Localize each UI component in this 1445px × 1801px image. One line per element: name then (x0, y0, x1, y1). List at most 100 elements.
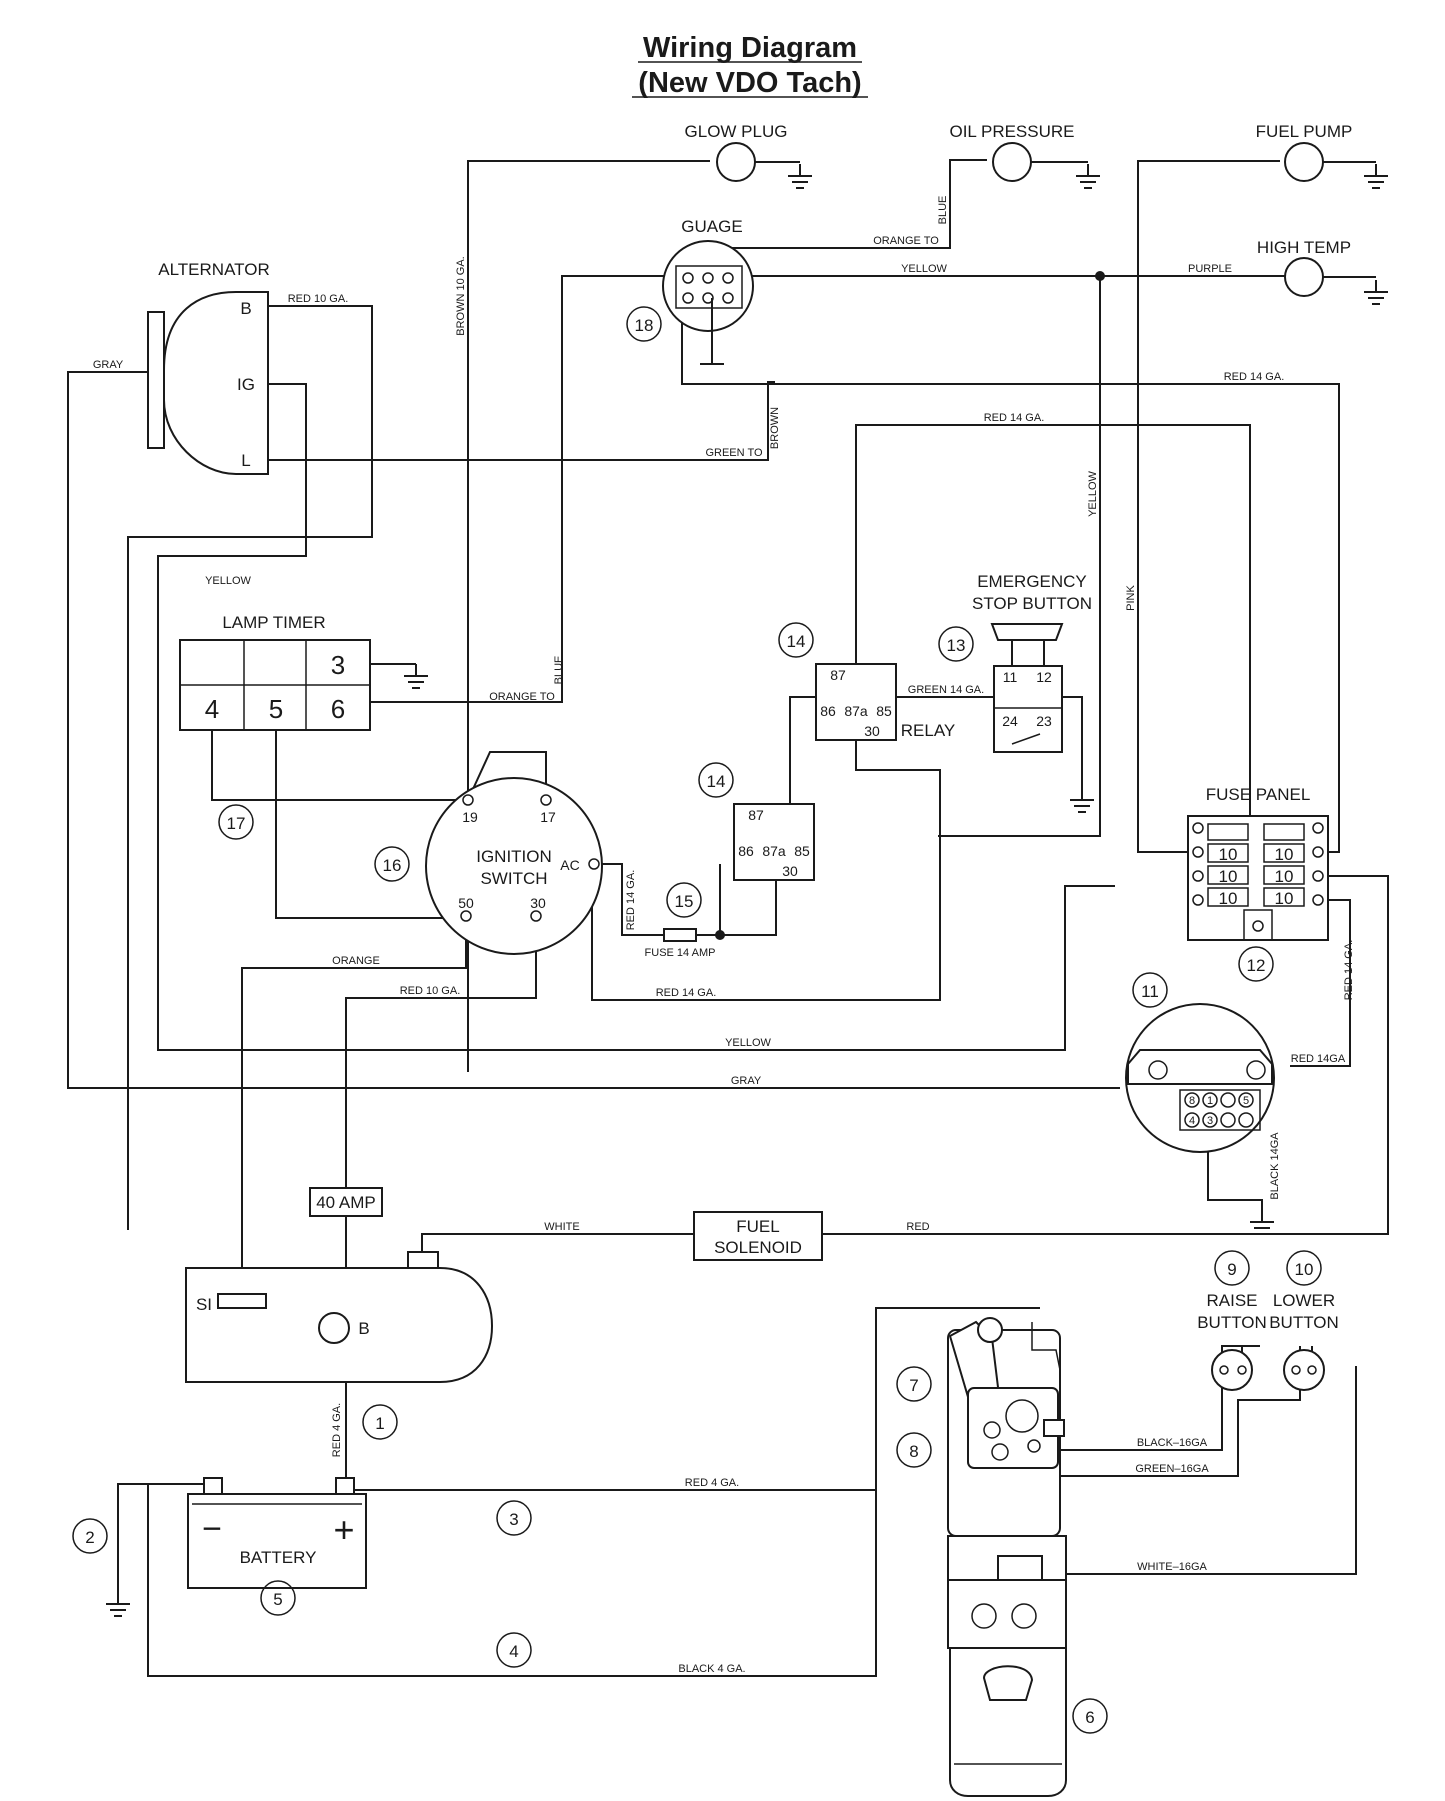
fuse-40-amp-body (309, 1187, 383, 1217)
wire-label: GRAY (731, 1075, 762, 1087)
fuse-14-amp-label: FUSE 14 AMP (645, 947, 716, 959)
raise-button: RAISE BUTTON (1197, 1291, 1267, 1391)
svg-text:87a: 87a (762, 843, 786, 859)
wire-red-14-top (681, 296, 1340, 853)
lower-label-2: BUTTON (1269, 1313, 1339, 1332)
callout-7: 7 (896, 1366, 932, 1402)
fuel-solenoid-label-1: FUEL (736, 1217, 779, 1236)
wire-gray-left (67, 371, 1120, 1089)
wire-label: BLUE (553, 656, 565, 685)
battery-label: BATTERY (240, 1548, 317, 1567)
starter-si: SI (196, 1295, 212, 1314)
svg-text:15: 15 (675, 892, 694, 911)
svg-text:85: 85 (794, 843, 810, 859)
ground-battery (106, 1600, 130, 1617)
fuse-14-amp-body (663, 928, 697, 942)
svg-text:3: 3 (1207, 1115, 1213, 1127)
fuel-solenoid-label-2: SOLENOID (714, 1238, 802, 1257)
high-temp: HIGH TEMP (1257, 238, 1376, 297)
ignition-label-1: IGNITION (476, 847, 552, 866)
wire-ign-17 (467, 751, 547, 801)
svg-text:7: 7 (909, 1376, 918, 1395)
pump-manifold (947, 1579, 1067, 1649)
svg-text:18: 18 (635, 316, 654, 335)
fuel-pump-label: FUEL PUMP (1256, 122, 1353, 141)
wire-label: BLACK–16GA (1137, 1437, 1208, 1449)
wire-label: ORANGE TO (489, 691, 555, 703)
wire-black-14 (1207, 1142, 1263, 1210)
wire-label: WHITE–16GA (1137, 1561, 1207, 1573)
wire-label: BROWN 10 GA. (455, 256, 467, 335)
oil-pressure-label: OIL PRESSURE (949, 122, 1074, 141)
svg-text:11: 11 (1141, 982, 1159, 1001)
wire-label: WHITE (544, 1221, 579, 1233)
wire-relay2-30 (718, 864, 777, 936)
callout-15: 15 (666, 882, 702, 918)
battery: − + BATTERY (187, 1477, 367, 1589)
fuse-40-amp-label: 40 AMP (316, 1193, 376, 1212)
wire-label: RED 10 GA. (288, 293, 349, 305)
svg-text:1: 1 (1207, 1095, 1213, 1107)
relay-label: RELAY (901, 721, 956, 740)
emergency-stop: EMERGENCY STOP BUTTON 11 12 24 23 (972, 572, 1092, 753)
wire-brown (467, 160, 710, 1072)
wire-label: RED (906, 1221, 929, 1233)
svg-text:2: 2 (85, 1528, 94, 1547)
wire-label: BLACK 4 GA. (678, 1663, 745, 1675)
svg-text:17: 17 (540, 809, 556, 825)
svg-text:23: 23 (1036, 713, 1052, 729)
hydraulic-pump (875, 1308, 1067, 1797)
svg-text:14: 14 (787, 632, 806, 651)
wire-labels: RED 10 GA. GRAY BROWN 10 GA. ORANGE TO B… (93, 196, 1355, 1675)
wire-timer-5 (275, 730, 466, 919)
wire-green-to (246, 381, 775, 461)
wire-ground-battery (117, 1483, 212, 1600)
wire-ac (594, 863, 664, 936)
svg-text:30: 30 (782, 863, 798, 879)
svg-text:87: 87 (830, 667, 846, 683)
fuse-40-amp: 40 AMP (309, 1187, 383, 1217)
ignition-switch: IGNITION SWITCH 19 17 AC 50 30 (425, 777, 603, 955)
wire-red-10-alt (127, 305, 373, 1230)
svg-text:9: 9 (1227, 1260, 1236, 1279)
wire-label: RED 14 GA. (1343, 940, 1355, 1001)
svg-text:8: 8 (1189, 1095, 1195, 1107)
battery-minus: − (202, 1510, 222, 1548)
wire-label: YELLOW (1087, 470, 1099, 516)
fuse-panel-label: FUSE PANEL (1206, 785, 1311, 804)
callout-2: 2 (72, 1518, 108, 1554)
callout-6: 6 (1072, 1698, 1108, 1734)
fuse-value: 10 (1219, 889, 1238, 908)
wire-pink (1137, 160, 1280, 853)
svg-text:12: 12 (1247, 956, 1266, 975)
svg-text:24: 24 (1002, 713, 1018, 729)
ground-gauge (700, 352, 724, 365)
high-temp-symbol (1284, 257, 1324, 297)
gauge-pin (682, 272, 694, 284)
ground-fuel (1364, 164, 1388, 189)
wire-label: RED 4 GA. (685, 1477, 739, 1489)
callout-5: 5 (260, 1580, 296, 1616)
wire-label: RED 4 GA. (331, 1403, 343, 1457)
wire-label: YELLOW (725, 1037, 771, 1049)
svg-text:AC: AC (560, 857, 579, 873)
callout-12: 12 (1238, 946, 1274, 982)
svg-text:86: 86 (738, 843, 754, 859)
oil-pressure: OIL PRESSURE (949, 122, 1088, 182)
fuse-value: 10 (1275, 889, 1294, 908)
svg-text:85: 85 (876, 703, 892, 719)
wire-white-16 (1060, 1366, 1357, 1575)
estop-label-2: STOP BUTTON (972, 594, 1092, 613)
alternator-body (163, 291, 269, 475)
svg-text:6: 6 (1085, 1708, 1094, 1727)
battery-body (187, 1493, 367, 1589)
wire-label: RED 14 GA. (1224, 371, 1285, 383)
raise-label-1: RAISE (1206, 1291, 1257, 1310)
junction-dot-yellow (1095, 271, 1105, 281)
svg-text:5: 5 (273, 1590, 282, 1609)
battery-plus: + (333, 1509, 354, 1550)
wire-green-16 (1060, 1346, 1301, 1477)
svg-text:14: 14 (707, 772, 726, 791)
wire-red-14-bottom (591, 732, 941, 1001)
lower-button-symbol (1283, 1349, 1325, 1391)
